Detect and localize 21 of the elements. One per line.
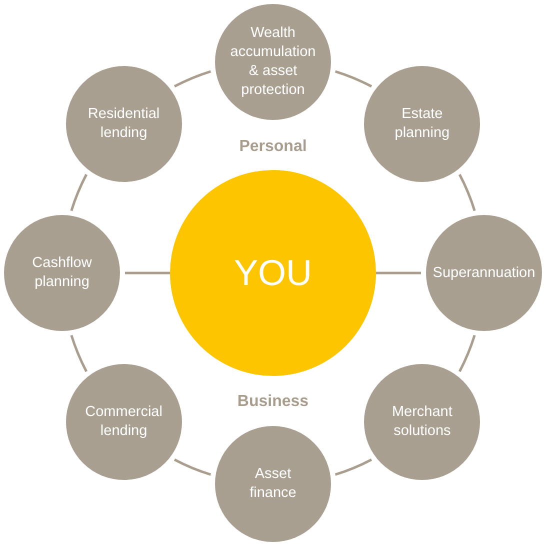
service-label: Superannuation xyxy=(432,264,536,282)
connector-line xyxy=(125,272,170,274)
service-label: Cashflow planning xyxy=(31,254,93,292)
group-label: Personal xyxy=(239,137,307,157)
service-label: Wealth accumulation & asset protection xyxy=(229,24,317,100)
connector-line xyxy=(70,174,88,212)
connector-line xyxy=(334,70,372,88)
group-label: Business xyxy=(237,392,309,412)
connector-line xyxy=(458,174,476,212)
connector-line xyxy=(334,458,372,476)
service-label: Commercial lending xyxy=(84,403,164,442)
service-label: Estate planning xyxy=(394,104,451,143)
connector-line xyxy=(458,334,476,372)
center-label: YOU xyxy=(234,253,312,293)
service-label: Residential lending xyxy=(86,104,161,143)
service-label: Merchant solutions xyxy=(390,403,454,442)
connector-line xyxy=(376,272,421,274)
service-label: Asset finance xyxy=(248,465,298,503)
connector-line xyxy=(70,334,88,372)
connector-line xyxy=(174,458,212,476)
connector-line xyxy=(174,70,212,88)
